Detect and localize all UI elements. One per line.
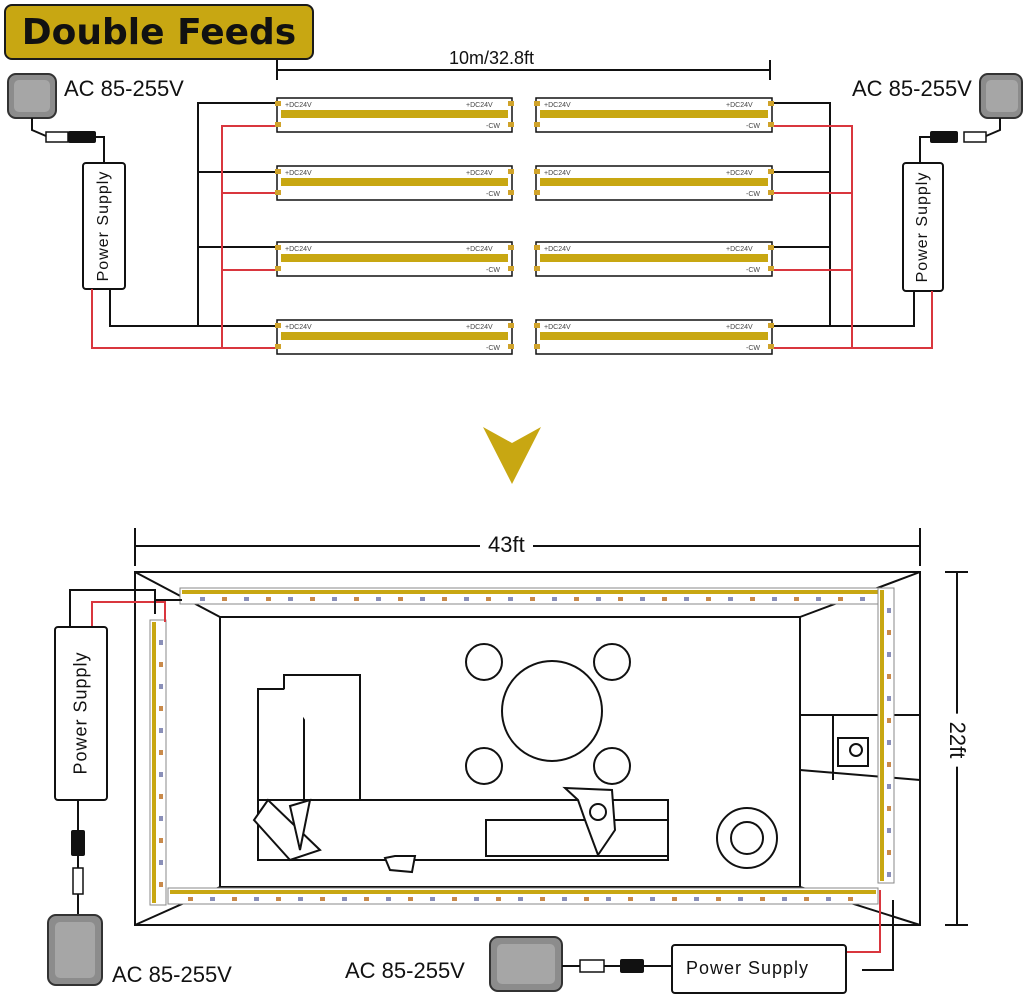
strip-label: +DC24V [544,170,571,177]
strip-label: -CW [486,267,500,274]
room-left-ac-label: AC 85-255V [112,962,232,987]
led-strip: +DC24V +DC24V -CW [275,319,514,355]
strip-label: +DC24V [466,102,493,109]
strip-label: -CW [486,191,500,198]
top-length-label: 10m/32.8ft [443,48,541,69]
room-led-strip [167,887,879,905]
led-strip: +DC24V +DC24V -CW [534,241,774,277]
top-right-power-supply-label: Power Supply [914,171,931,283]
down-triangle-icon [483,427,541,484]
strip-label: +DC24V [285,102,312,109]
strip-label: -CW [746,191,760,198]
room-bottom-ac-label: AC 85-255V [345,958,465,983]
room-bottom-power-supply-label: Power Supply [686,958,810,978]
room-led-strip [877,587,895,884]
strip-label: +DC24V [466,246,493,253]
strip-label: -CW [746,123,760,130]
room-bottom-power-supply-box [671,944,847,994]
strip-label: +DC24V [285,246,312,253]
top-dimension-line [276,60,771,80]
strip-label: +DC24V [466,170,493,177]
room-width-label: 43ft [480,532,533,558]
top-left-power-supply-label: Power Supply [95,170,112,282]
room-height-label: 22ft [944,713,970,767]
led-strip: +DC24V +DC24V -CW [534,97,774,133]
room-left-power-supply-box [54,626,108,801]
right-power-supply-box [902,162,944,292]
room-left-adapter-icon [47,800,103,986]
strip-label: +DC24V [285,324,312,331]
title-badge: Double Feeds [4,4,314,60]
room-led-strip [149,619,167,906]
strip-label: +DC24V [726,170,753,177]
strip-label: +DC24V [544,102,571,109]
led-strip: +DC24V +DC24V -CW [275,165,514,201]
strip-label: -CW [746,345,760,352]
right-adapter-icon [919,73,1023,165]
strip-label: -CW [486,123,500,130]
top-led-strips: +DC24V+DC24V-CW+DC24V+DC24V-CW+DC24V+DC2… [275,97,774,355]
left-adapter-icon [7,73,105,165]
strip-label: +DC24V [466,324,493,331]
room-wiring [69,589,894,971]
top-left-ac-label: AC 85-255V [64,76,184,101]
led-strip: +DC24V +DC24V -CW [534,319,774,355]
strip-label: -CW [746,267,760,274]
room-furniture [252,643,921,874]
strip-label: +DC24V [544,324,571,331]
strip-label: +DC24V [726,102,753,109]
led-strip: +DC24V +DC24V -CW [275,97,514,133]
top-wiring [91,102,933,349]
top-right-ac-label: AC 85-255V [852,76,972,101]
left-power-supply-box [82,162,126,290]
room-bottom-adapter-icon [489,936,672,992]
led-strip: +DC24V +DC24V -CW [534,165,774,201]
room-left-power-supply-label: Power Supply [70,651,91,775]
title-text: Double Feeds [21,11,297,53]
strip-label: +DC24V [285,170,312,177]
strip-label: +DC24V [726,246,753,253]
room-led-strip [179,587,881,605]
room-led-strips [149,587,895,906]
strip-label: -CW [486,345,500,352]
strip-label: +DC24V [726,324,753,331]
led-strip: +DC24V +DC24V -CW [275,241,514,277]
strip-label: +DC24V [544,246,571,253]
